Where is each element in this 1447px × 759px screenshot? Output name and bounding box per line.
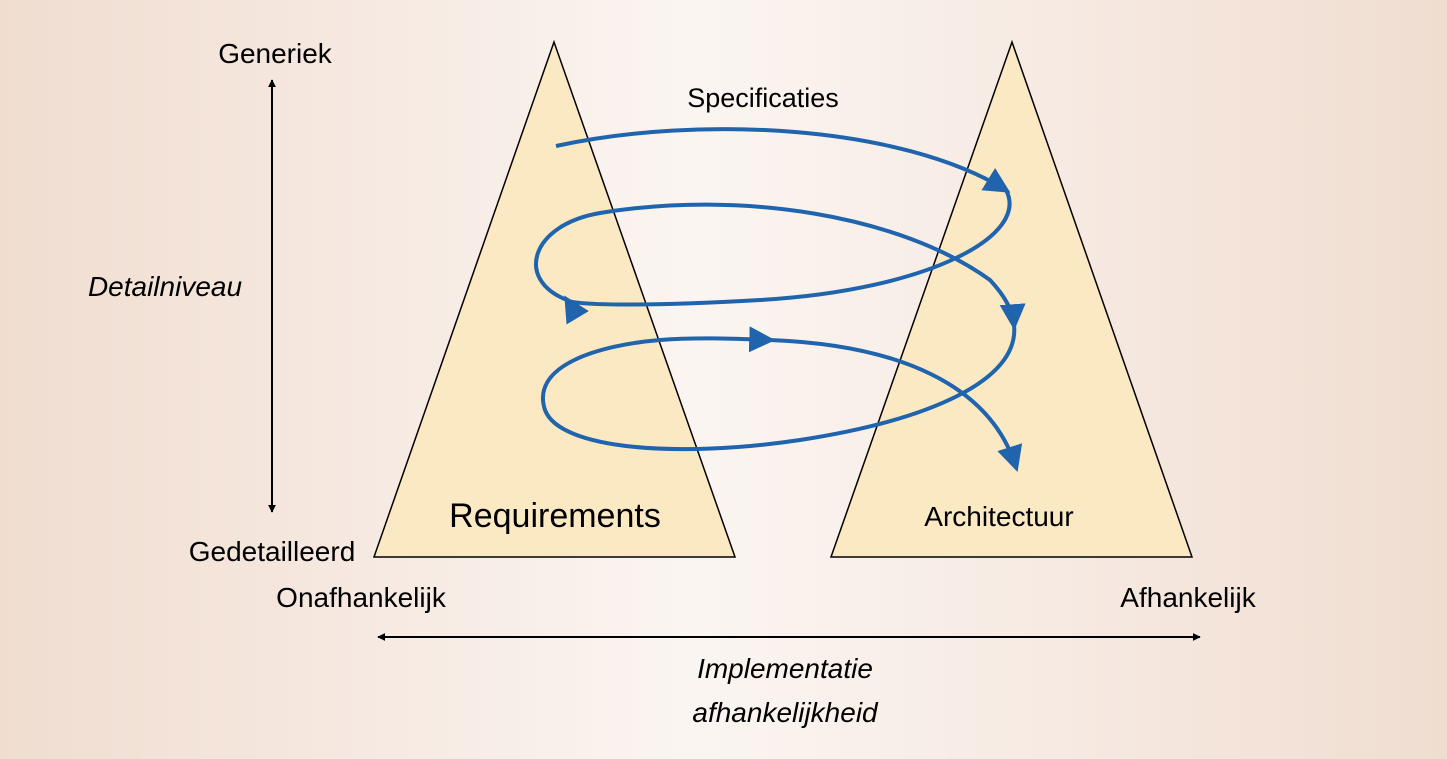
generic-label: Generiek [218,38,333,69]
spiral-arrow-5 [769,338,1023,472]
specification-spiral [534,127,1026,472]
impl-dependency-label-line1: Implementatie [697,653,873,684]
detail-level-label: Detailniveau [88,271,243,302]
specifications-label: Specificaties [687,83,839,113]
architecture-triangle [829,39,1194,558]
requirements-triangle [372,39,737,558]
spiral-arrow-1 [555,127,1011,193]
impl-dependency-label-line2: afhankelijkheid [692,697,879,728]
dependent-label: Afhankelijk [1120,582,1256,613]
detailed-label: Gedetailleerd [189,536,356,567]
spiral-arrow-2 [564,189,1012,325]
architecture-label: Architectuur [924,501,1073,532]
independent-label: Onafhankelijk [276,582,447,613]
requirements-label: Requirements [449,497,661,535]
spiral-arrow-4 [541,324,1017,452]
spiral-arrow-3 [534,202,1026,331]
